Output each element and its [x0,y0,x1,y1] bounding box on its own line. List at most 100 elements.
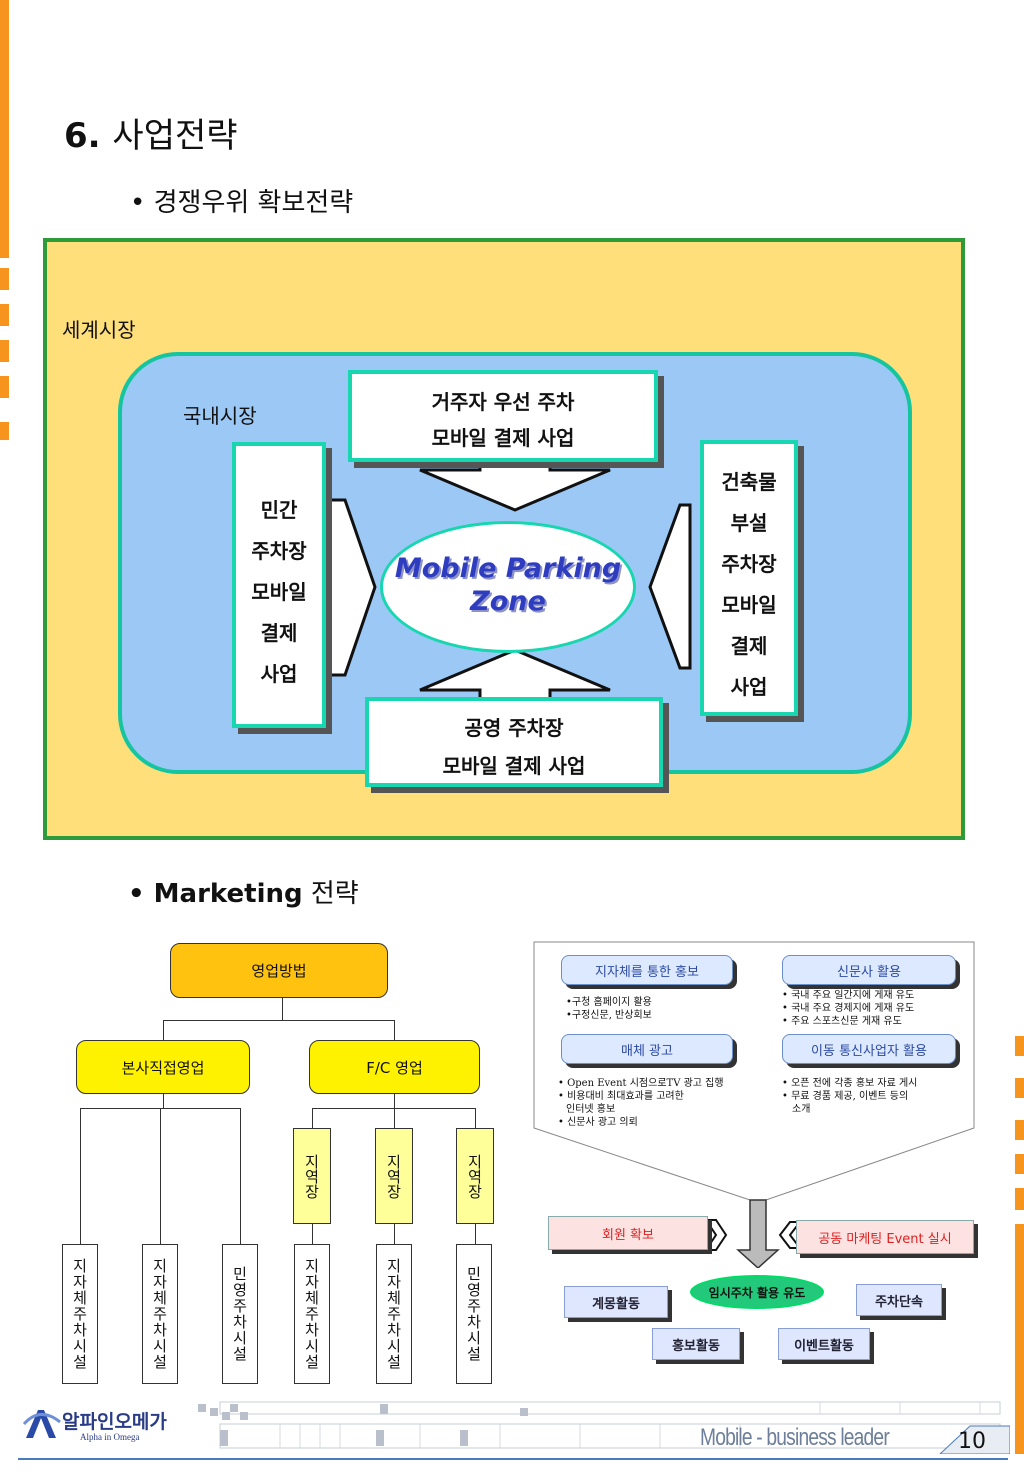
box-line: 건축물 [721,470,777,494]
page-title: 6. 사업전략 [64,108,238,157]
right-accent-dash [1015,1078,1024,1098]
org-line [475,1224,476,1244]
left-accent-dash [0,376,9,398]
left-arrow [328,498,377,677]
right-accent-dash [1015,1120,1024,1140]
zone-line: Mobile Parking [394,553,622,584]
section-heading-marketing: • Marketing 전략 [128,873,359,910]
promo-item: •구정신문, 반상회보 [566,1010,652,1021]
org-line [312,1108,475,1109]
left-chevron-arrow [778,1221,803,1249]
box-line: 부설 [730,511,768,535]
right-arrow [648,503,692,670]
right-chevron-arrow [704,1219,728,1251]
company-name-en: Alpha in Omega [80,1432,140,1442]
enlightenment-box: 계몽활동 [564,1286,668,1318]
left-accent-dash [0,304,9,326]
marketing-bold: • Marketing [128,879,303,909]
box-line: 모바일 [721,593,777,617]
box-line: 주차장 [251,539,307,563]
org-line [475,1108,476,1128]
promo-funnel [533,941,975,1268]
promo-local-gov-list: •구청 홈페이지 활용 •구정신문, 반상회보 [566,996,652,1022]
org-line [394,1108,395,1128]
parking-crackdown-box: 주차단속 [856,1284,942,1316]
world-market-label: 세계시장 [62,318,136,342]
org-line [163,1020,164,1040]
promo-item: • 주요 스포츠신문 게재 유도 [782,1016,902,1027]
promo-item: • 신문사 광고 의뢰 [558,1117,638,1128]
temporary-parking-ellipse: 임시주차 활용 유도 [690,1275,824,1309]
org-line [394,1224,395,1244]
org-root-sales-method: 영업방법 [170,943,388,998]
org-line [163,1020,395,1021]
org-line [282,998,283,1020]
right-accent-dash [1015,1154,1024,1174]
org-leaf-municipal: 지자체주차시설 [294,1244,330,1384]
org-leaf-municipal: 지자체주차시설 [62,1244,98,1384]
zone-line: Zone [470,586,546,617]
org-region-manager: 지역장 [456,1128,494,1224]
org-line [160,1108,161,1244]
org-leaf-private: 민영주차시설 [456,1244,492,1384]
promo-item: • 비용대비 최대효과를 고려한 [558,1091,684,1102]
org-region-manager: 지역장 [293,1128,331,1224]
arrow-layer [328,456,692,704]
footer-grid-pattern [198,1401,1010,1454]
box-line: 사업 [730,675,768,699]
org-line [394,1020,395,1040]
down-arrow [736,1199,780,1268]
org-region-manager: 지역장 [375,1128,413,1224]
right-accent-dash [1015,1188,1024,1210]
domestic-market-label: 국내시장 [183,404,257,428]
org-direct-sales: 본사직접영업 [76,1040,250,1094]
promo-item: 인터넷 홍보 [566,1104,616,1115]
pr-activity-box: 홍보활동 [652,1328,740,1360]
alpha-logo-icon [22,1410,61,1438]
marketing-rest: 전략 [302,879,359,909]
footer-rule [18,1458,1008,1460]
title-text: 사업전략 [112,116,238,156]
box-public-parking: 공영 주차장 모바일 결제 사업 [365,697,663,787]
promo-newspaper-button: 신문사 활용 [782,955,956,985]
promo-media-ad-button: 매체 광고 [561,1034,733,1064]
org-fc-sales: F/C 영업 [309,1040,480,1094]
box-line: 결제 [730,634,768,658]
company-name-kr: 알파인오메가 [62,1411,167,1433]
tagline: Mobile - business leader [700,1424,890,1451]
box-line: 모바일 결제 사업 [442,754,586,778]
left-accent-dash [0,422,9,440]
org-line [163,1094,164,1108]
box-line: 공영 주차장 [464,716,564,740]
promo-item: • 국내 주요 일간지에 게재 유도 [782,990,915,1001]
promo-media-ad-list: • Open Event 시점으로TV 광고 집행 • 비용대비 최대효과를 고… [558,1077,724,1129]
member-acquisition-box: 회원 확보 [548,1216,708,1250]
box-building-parking: 건축물 부설 주차장 모바일 결제 사업 [700,440,798,716]
right-accent-dash [1015,1036,1024,1056]
org-leaf-private: 민영주차시설 [222,1244,258,1384]
section-heading-competitive: • 경쟁우위 확보전략 [130,188,354,218]
left-accent-dash [0,340,9,362]
side-arrows [704,1219,803,1251]
page-number: 10 [958,1429,986,1454]
promo-local-gov-button: 지자체를 통한 홍보 [561,955,733,985]
top-arrow [419,456,611,512]
bottom-arrow [419,648,611,704]
box-line: 모바일 결제 사업 [431,426,575,450]
box-line: 주차장 [721,552,777,576]
promo-newspaper-list: • 국내 주요 일간지에 게재 유도 • 국내 주요 경제지에 게재 유도 • … [782,989,914,1028]
org-line [312,1108,313,1128]
promo-telecom-list: • 오픈 전에 각종 홍보 자료 게시 • 무료 경품 제공, 이벤트 등의 소… [782,1077,917,1116]
promo-item: • 무료 경품 제공, 이벤트 등의 [782,1091,909,1102]
mobile-parking-zone-label: Mobile Parking Zone [380,552,636,618]
left-accent-dash [0,268,9,290]
box-resident-parking: 거주자 우선 주차 모바일 결제 사업 [348,370,658,462]
promo-telecom-button: 이동 통신사업자 활용 [782,1034,956,1064]
org-leaf-municipal: 지자체주차시설 [142,1244,178,1384]
promo-item: 소개 [792,1104,811,1115]
org-leaf-municipal: 지자체주차시설 [376,1244,412,1384]
left-accent-bar [0,0,9,258]
joint-marketing-box: 공동 마케팅 Event 실시 [796,1220,974,1254]
org-line [312,1224,313,1244]
promo-item: • Open Event 시점으로TV 광고 집행 [558,1078,724,1089]
